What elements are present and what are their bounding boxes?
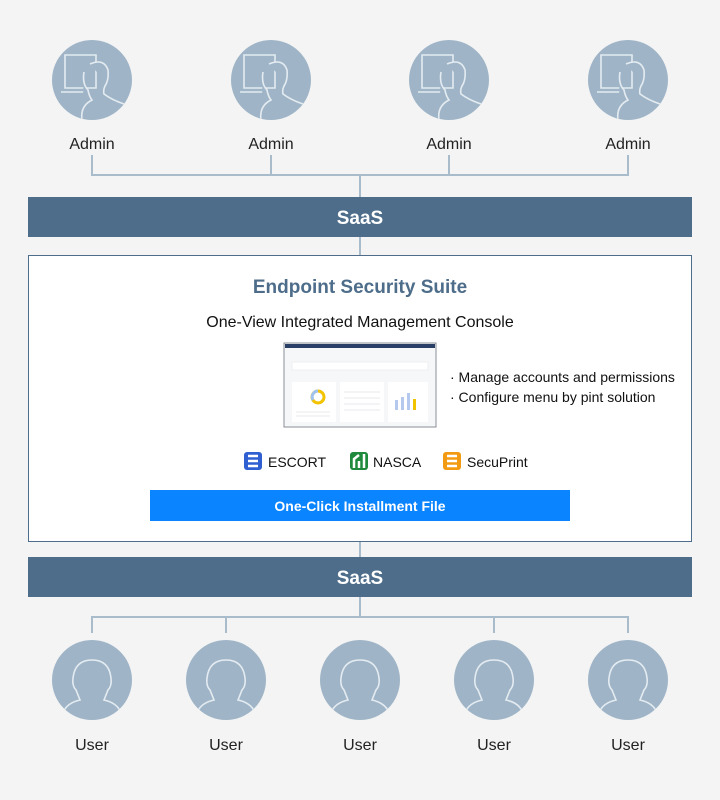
saas-top-label: SaaS <box>337 208 383 229</box>
product-secuprint: SecuPrint <box>443 452 528 470</box>
user-icon <box>588 640 668 720</box>
saas-bar-bottom <box>28 557 692 597</box>
admin-icon <box>588 40 668 120</box>
user-node: User <box>588 640 668 754</box>
user-node: User <box>52 640 132 754</box>
admin-node: Admin <box>231 40 311 153</box>
install-button-label: One-Click Installment File <box>274 498 445 514</box>
admin-label: Admin <box>605 136 650 153</box>
suite-title: Endpoint Security Suite <box>253 277 467 298</box>
admin-icon <box>52 40 132 120</box>
admin-label: Admin <box>69 136 114 153</box>
saas-bar-top <box>28 197 692 237</box>
user-icon <box>52 640 132 720</box>
saas-bottom-label: SaaS <box>337 568 383 589</box>
console-screenshot <box>283 342 437 428</box>
admin-node: Admin <box>52 40 132 153</box>
user-icon <box>186 640 266 720</box>
product-name: NASCA <box>373 454 422 470</box>
admin-label: Admin <box>426 136 471 153</box>
product-name: ESCORT <box>268 454 327 470</box>
admin-icon <box>231 40 311 120</box>
user-label: User <box>209 737 243 754</box>
bullet-manage-accounts: · Manage accounts and permissions <box>450 369 675 385</box>
user-node: User <box>454 640 534 754</box>
product-name: SecuPrint <box>467 454 528 470</box>
admin-node: Admin <box>409 40 489 153</box>
user-node: User <box>186 640 266 754</box>
bullet-configure-menu: · Configure menu by pint solution <box>450 389 655 405</box>
user-label: User <box>477 737 511 754</box>
suite-subtitle: One-View Integrated Management Console <box>206 314 514 331</box>
admin-icon <box>409 40 489 120</box>
one-click-install-button[interactable]: One-Click Installment File <box>150 490 570 521</box>
admin-label: Admin <box>248 136 293 153</box>
user-icon <box>454 640 534 720</box>
product-nasca: NASCA <box>350 452 422 470</box>
user-label: User <box>75 737 109 754</box>
user-label: User <box>343 737 377 754</box>
product-escort: ESCORT <box>244 452 327 470</box>
admin-node: Admin <box>588 40 668 153</box>
user-node: User <box>320 640 400 754</box>
user-icon <box>320 640 400 720</box>
user-label: User <box>611 737 645 754</box>
